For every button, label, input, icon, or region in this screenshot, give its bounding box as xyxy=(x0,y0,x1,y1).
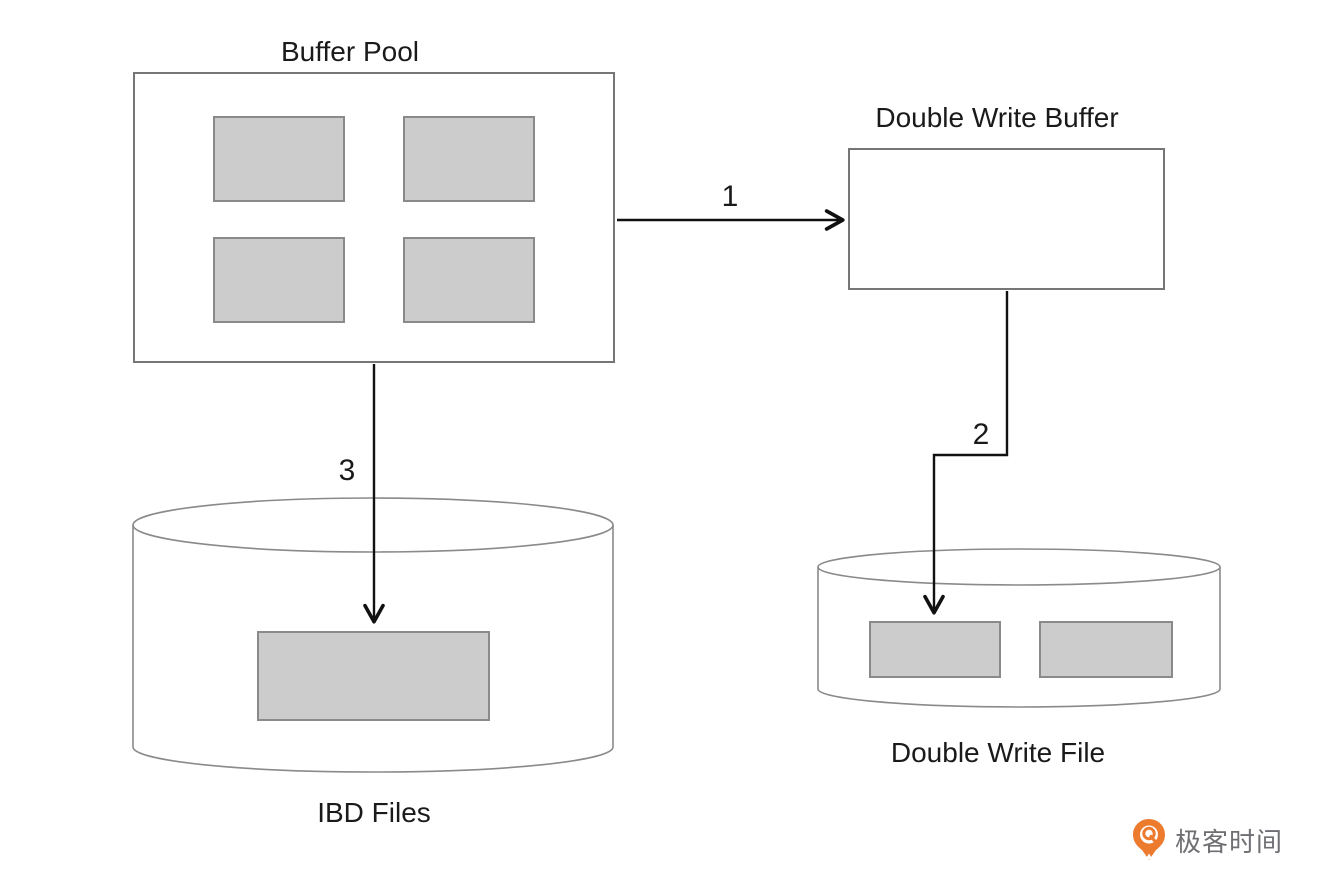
geektime-pin-icon xyxy=(1133,819,1165,860)
step-3-label: 3 xyxy=(338,454,356,487)
page-block xyxy=(257,631,490,721)
double-write-file-pages xyxy=(869,621,1173,678)
step-1-label: 1 xyxy=(721,180,739,213)
buffer-pool-title: Buffer Pool xyxy=(280,36,420,67)
brand-logo: 极客时间 xyxy=(1132,818,1283,862)
ibd-files-pages xyxy=(257,631,490,721)
step-2-label: 2 xyxy=(972,418,990,451)
brand-logo-text: 极客时间 xyxy=(1175,826,1284,857)
double-write-buffer-box xyxy=(848,148,1165,290)
page-block xyxy=(403,237,535,323)
page-block xyxy=(1039,621,1173,678)
double-write-buffer-title: Double Write Buffer xyxy=(875,102,1119,133)
double-write-file-title: Double Write File xyxy=(890,737,1106,768)
page-block xyxy=(213,116,345,202)
page-block xyxy=(869,621,1001,678)
arrow-step-2 xyxy=(923,291,1009,615)
page-block xyxy=(213,237,345,323)
ibd-files-title: IBD Files xyxy=(317,797,431,828)
buffer-pool-pages xyxy=(213,116,535,323)
page-block xyxy=(403,116,535,202)
